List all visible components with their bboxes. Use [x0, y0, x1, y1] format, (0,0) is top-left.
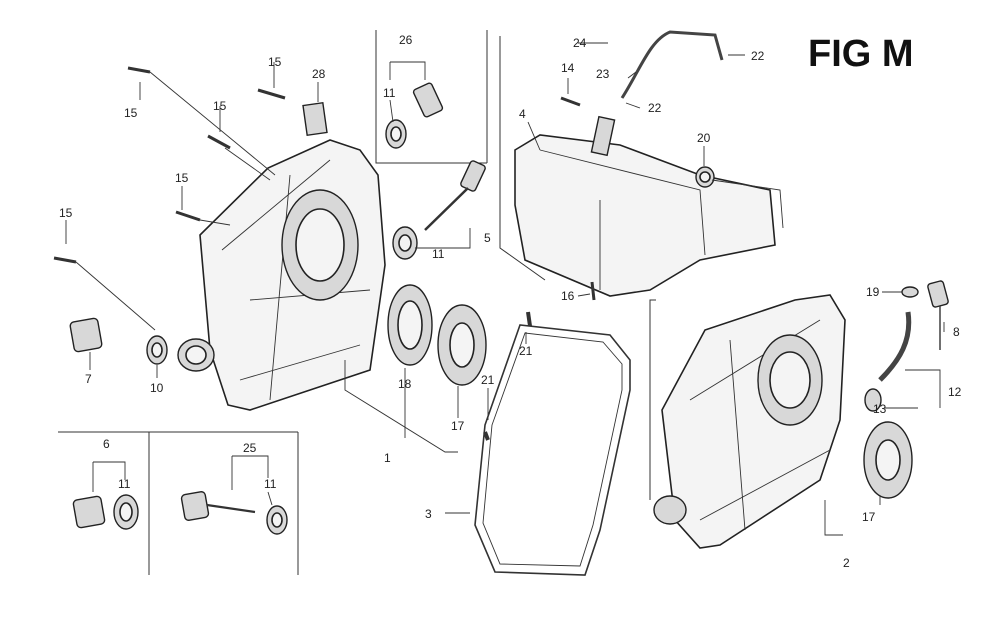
callout-11-right: 11 [264, 477, 277, 491]
callout-6: 6 [103, 437, 110, 451]
section-dividers [58, 30, 656, 575]
callout-14: 14 [561, 61, 575, 75]
callout-8: 8 [953, 325, 960, 339]
callout-12: 12 [948, 385, 962, 399]
callout-20: 20 [697, 131, 711, 145]
leader-lines [65, 42, 945, 536]
oil-tank [514, 115, 776, 297]
callout-24: 24 [573, 36, 587, 50]
crankcase-cover-right [653, 294, 846, 549]
callout-18: 18 [398, 377, 412, 391]
crankcase-cover-left [177, 139, 386, 411]
bearings [387, 284, 913, 499]
callout-7: 7 [85, 372, 92, 386]
callout-15-b: 15 [268, 55, 282, 69]
callout-1: 1 [384, 451, 391, 465]
callout-15-d: 15 [175, 171, 189, 185]
callout-21-a: 21 [519, 344, 533, 358]
figure-title: FIG M [808, 33, 914, 75]
hoses [620, 30, 912, 382]
bolts [53, 66, 596, 441]
callout-17-left: 17 [451, 419, 465, 433]
seals-and-washers [113, 119, 919, 535]
callout-22-top: 22 [751, 49, 765, 63]
callout-3: 3 [425, 507, 432, 521]
callout-22-bottom: 22 [648, 101, 662, 115]
gasket [474, 324, 631, 576]
callout-2: 2 [843, 556, 850, 570]
callout-23: 23 [596, 67, 610, 81]
callout-15-a: 15 [124, 106, 138, 120]
callout-11-mid: 11 [432, 247, 445, 261]
callout-10: 10 [150, 381, 164, 395]
callout-15-c: 15 [213, 99, 227, 113]
callout-28: 28 [312, 67, 326, 81]
callout-5: 5 [484, 231, 491, 245]
callout-19: 19 [866, 285, 880, 299]
callout-16: 16 [561, 289, 575, 303]
callout-labels: 1 2 3 4 5 6 7 8 10 11 11 11 11 12 13 14 … [59, 33, 962, 570]
callout-17-right: 17 [862, 510, 876, 524]
callout-11-left: 11 [118, 477, 131, 491]
callout-15-e: 15 [59, 206, 73, 220]
callout-11-top: 11 [383, 86, 396, 100]
callout-4: 4 [519, 107, 526, 121]
callout-25: 25 [243, 441, 257, 455]
plugs-and-dipsticks [69, 82, 949, 529]
callout-13: 13 [873, 402, 887, 416]
callout-26: 26 [399, 33, 413, 47]
callout-21-b: 21 [481, 373, 495, 387]
